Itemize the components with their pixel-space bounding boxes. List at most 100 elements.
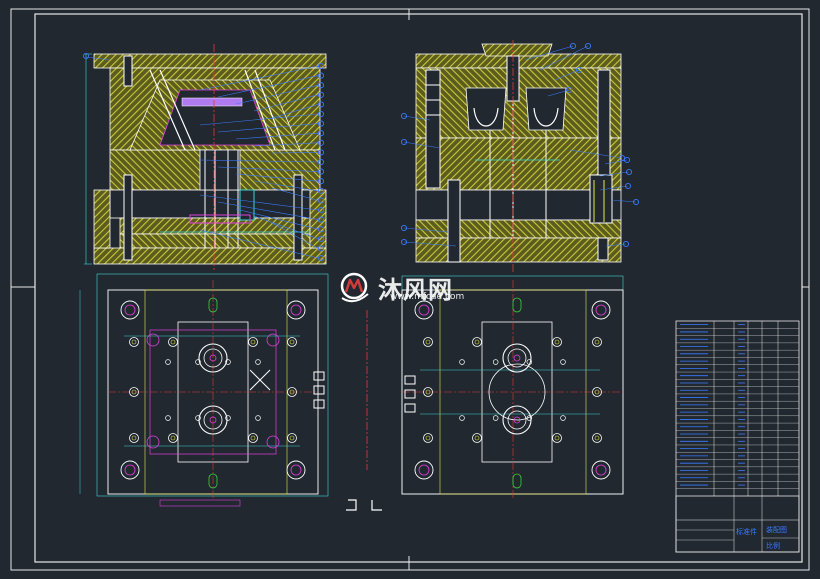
callout-balloon [575, 66, 583, 74]
screw-hole [129, 337, 139, 347]
callout-balloon [317, 62, 325, 70]
callout-leader [217, 75, 319, 98]
guide-pillar-hole [414, 300, 434, 320]
callout-leader [547, 89, 570, 97]
section-mark-right [371, 500, 382, 511]
callout-leader [199, 113, 319, 126]
small-pin [459, 415, 465, 421]
left-callout-group [82, 52, 325, 262]
callout-leader [599, 185, 629, 191]
section-mark-left [346, 499, 357, 511]
callout-leader [271, 152, 319, 154]
guide-pin-hole [595, 464, 607, 476]
callout-balloon [317, 110, 325, 118]
small-pin [165, 415, 171, 421]
screw-thread [425, 435, 431, 441]
ejector-pin [209, 354, 217, 362]
screw-hole [129, 433, 139, 443]
screw-thread [131, 339, 137, 345]
callout-leader [605, 243, 627, 247]
callout-leader [199, 194, 319, 211]
screw-thread [131, 435, 137, 441]
screw-thread [170, 339, 176, 345]
parts-list-rows [676, 324, 799, 489]
screw-hole [287, 433, 297, 443]
guide-pillar-hole [120, 460, 140, 480]
callout-leader [253, 142, 319, 147]
guide-pin-hole [124, 304, 136, 316]
title-cell-standard: 标准件 [736, 527, 757, 536]
watermark-url: www.mfcad.com [390, 292, 465, 302]
small-pin [526, 359, 533, 365]
small-pin [165, 359, 171, 365]
screw-hole [129, 387, 139, 397]
callout-leader [253, 94, 319, 112]
small-pin [195, 415, 201, 421]
small-pin [459, 359, 465, 365]
callout-leader [539, 45, 589, 71]
callout-leader [271, 187, 319, 201]
screw-hole [552, 433, 562, 443]
screw-thread [250, 435, 256, 441]
callout-leader [271, 104, 319, 119]
callout-balloon [317, 226, 325, 233]
guide-pillar-hole [414, 460, 434, 480]
screw-thread [131, 389, 137, 395]
callout-leader [253, 180, 319, 192]
return-pin-hole [146, 435, 160, 449]
callout-leader [524, 45, 574, 61]
guide-pin-hole [290, 464, 302, 476]
callout-balloon [317, 139, 325, 146]
screw-hole [592, 387, 602, 397]
callout-leader [403, 241, 457, 247]
left-plan-holes [120, 297, 306, 489]
callout-leader [271, 222, 319, 249]
guide-pillar-hole [120, 300, 140, 320]
callout-balloon [400, 224, 408, 232]
screw-thread [170, 435, 176, 441]
callout-leader [85, 56, 111, 61]
plan-fixed-half [401, 275, 624, 500]
plan-moving-half [79, 273, 329, 507]
small-pin [492, 359, 499, 365]
screw-thread [594, 435, 600, 441]
callout-balloon [565, 86, 573, 94]
cavity-core [203, 348, 223, 368]
callout-balloon [317, 245, 325, 252]
callout-leader [199, 229, 319, 259]
screw-hole [248, 433, 258, 443]
callout-balloon [400, 112, 408, 120]
screw-hole [423, 433, 433, 443]
callout-balloon [400, 138, 408, 146]
screw-hole [592, 433, 602, 443]
guide-pin-hole [595, 304, 607, 316]
screw-thread [289, 339, 295, 345]
screw-thread [594, 389, 600, 395]
callout-balloon [624, 182, 632, 190]
screw-hole [592, 337, 602, 347]
callout-leader [199, 65, 319, 91]
return-pin-hole [146, 333, 160, 347]
callout-leader [569, 149, 623, 159]
callout-balloon [317, 158, 325, 166]
guide-pin-hole [124, 464, 136, 476]
callout-balloon [317, 120, 325, 127]
small-pin [255, 359, 261, 365]
callout-leader [253, 215, 319, 240]
callout-balloon [317, 206, 325, 214]
callout-leader [217, 123, 319, 133]
callout-balloon [317, 254, 325, 262]
callout-leader [403, 115, 431, 121]
callout-leader [611, 199, 637, 203]
screw-hole [168, 337, 178, 347]
callout-leader [235, 173, 319, 182]
screw-hole [472, 433, 482, 443]
small-pin [492, 415, 499, 421]
callout-balloon [317, 197, 325, 204]
small-pin [195, 359, 201, 365]
screw-thread [250, 339, 256, 345]
guide-pin-hole [418, 464, 430, 476]
callout-balloon [317, 216, 325, 223]
watermark-text: 沐风网 [378, 276, 453, 304]
screw-thread [425, 339, 431, 345]
